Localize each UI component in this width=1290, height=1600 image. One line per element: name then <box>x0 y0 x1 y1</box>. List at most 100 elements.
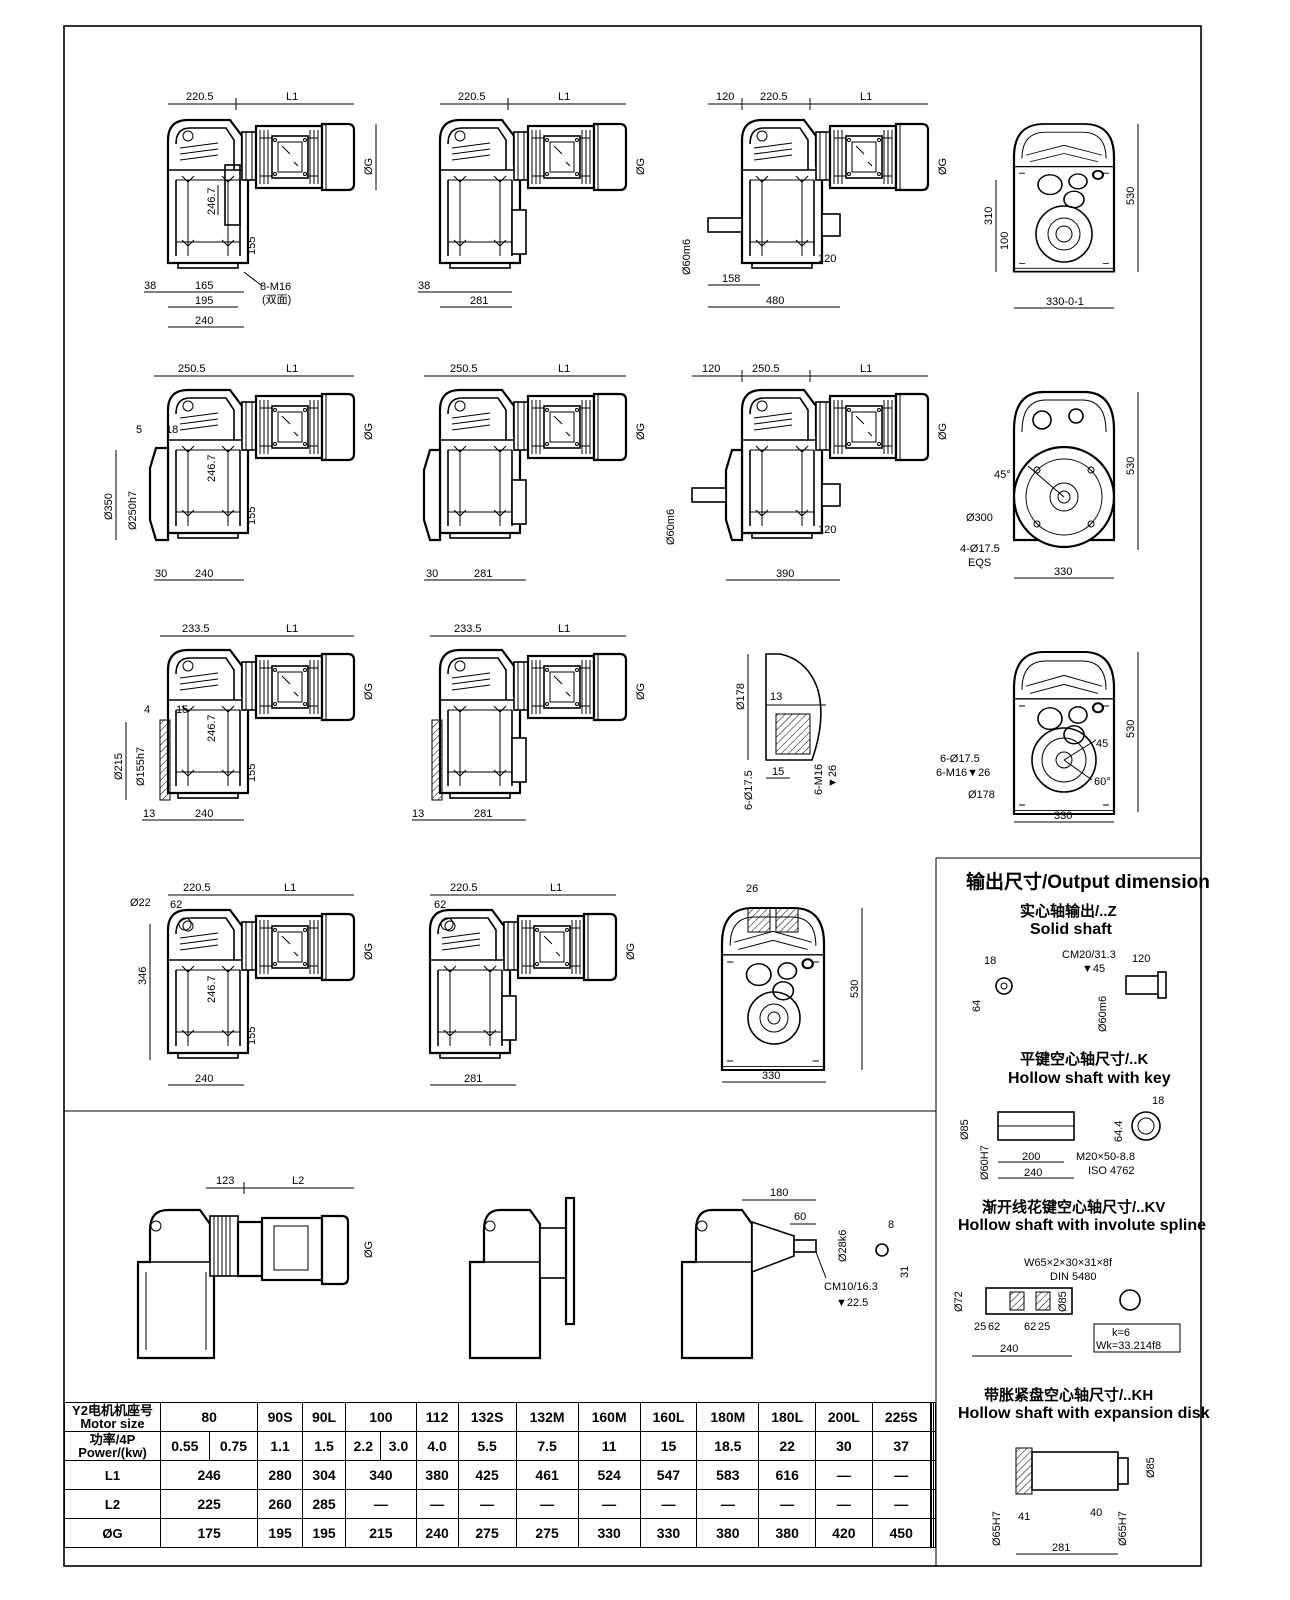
view-r2-end-flange: 45° 530 Ø300 4-Ø17.5 EQS 330 <box>960 390 1139 579</box>
dim-pcd: Ø178 <box>968 789 995 801</box>
table-cell <box>933 1518 936 1548</box>
dim-l2: L2 <box>292 1175 304 1187</box>
dim-pcd: Ø300 <box>966 512 993 524</box>
dim-b: 120 <box>818 524 836 536</box>
dim-total-width: 281 <box>474 808 492 820</box>
table-cell: 524 <box>577 1460 641 1490</box>
dim-l1: L1 <box>286 623 298 635</box>
dim-foot-height: 155 <box>246 237 258 255</box>
view-r5-input-shaft: 180 60 Ø28k6 8 31 CM10/16.3 ▼22.5 <box>680 1187 911 1360</box>
dim-a: 5 <box>136 424 142 436</box>
table-cell: 132S <box>457 1402 517 1432</box>
table-cell: — <box>871 1489 931 1519</box>
dim-foot-height: 155 <box>246 764 258 782</box>
view-r3-flange-section: Ø178 13 15 6-Ø17.5 6-M16 ▼26 <box>735 653 839 810</box>
key-width: 18 <box>1152 1095 1164 1107</box>
table-cell: 1.5 <box>301 1431 347 1461</box>
table-cell: 275 <box>515 1518 579 1548</box>
dim-motor-dia: ØG <box>363 683 375 700</box>
dim-l1: L1 <box>286 363 298 375</box>
dim-shaft-dia: Ø60m6 <box>665 509 677 545</box>
dim-width: 220.5 <box>450 882 478 894</box>
dim-height: 246.7 <box>206 975 218 1003</box>
view-r4-torque-arm-hollow: 220.5 L1 62 ØG 281 <box>428 882 637 1086</box>
spline-spec: W65×2×30×31×8f <box>1024 1257 1113 1269</box>
table-cell: 100 <box>345 1402 417 1432</box>
dim-l1: L1 <box>558 91 570 103</box>
disk-cn: 带胀紧盘空心轴尺寸/..KH <box>984 1386 1153 1404</box>
dim-width: 330 <box>1054 810 1072 822</box>
table-cell: 180L <box>758 1402 817 1432</box>
view-r3-flange-c: 233.5 L1 ØG 4 15 Ø215 Ø155h7 246.7 155 1… <box>113 623 375 821</box>
dim-a: 62 <box>434 899 446 911</box>
table-cell: — <box>639 1489 698 1519</box>
table-cell: 160L <box>639 1402 698 1432</box>
dim-shaft-dia: Ø28k6 <box>837 1230 849 1262</box>
disk-a: 41 <box>1018 1511 1030 1523</box>
table-cell: 18.5 <box>696 1431 760 1461</box>
key-d1: Ø85 <box>959 1119 971 1140</box>
dim-holes: 4-Ø17.5 <box>960 543 1000 555</box>
table-cell: 583 <box>696 1460 760 1490</box>
key-height: 64.4 <box>1113 1121 1125 1142</box>
table-cell: 1.1 <box>257 1431 303 1461</box>
view-r5-iec-flange <box>468 1196 576 1360</box>
dim-key-height: 31 <box>899 1266 911 1278</box>
dim-b: 15 <box>176 704 188 716</box>
table-cell <box>933 1402 936 1432</box>
table-cell: — <box>345 1489 417 1519</box>
dim-total-width: 240 <box>195 808 213 820</box>
dim-total-width: 281 <box>474 568 492 580</box>
table-cell: 195 <box>257 1518 303 1548</box>
dim-width: 330 <box>762 1070 780 1082</box>
thread-depth: ▼22.5 <box>836 1297 868 1309</box>
dim-a: 123 <box>216 1175 234 1187</box>
view-r2-flange-b: 250.5 L1 ØG 5 18 Ø350 Ø250h7 246.7 155 3… <box>103 363 375 581</box>
table-cell: 240 <box>415 1518 459 1548</box>
table-cell: 461 <box>515 1460 579 1490</box>
table-cell: 160M <box>577 1402 641 1432</box>
row-header: ØG <box>64 1518 161 1548</box>
disk-d1: Ø85 <box>1145 1457 1157 1478</box>
dim-key: 8 <box>888 1219 894 1231</box>
dim-dia: Ø178 <box>735 683 747 710</box>
disk-len: 281 <box>1052 1542 1070 1554</box>
dim-shaft-len: 120 <box>702 363 720 375</box>
dim-offset: 100 <box>999 232 1011 250</box>
solid-b: 64 <box>971 1000 983 1012</box>
table-cell: 225S <box>871 1402 931 1432</box>
dim-motor-dia: ØG <box>625 943 637 960</box>
dim-a: 4 <box>144 704 150 716</box>
dim-total-width: 240 <box>195 568 213 580</box>
solid-depth: ▼45 <box>1082 963 1105 975</box>
dim-a: 158 <box>722 273 740 285</box>
dim-motor-dia: ØG <box>363 158 375 175</box>
dim-angle-b: 60° <box>1094 776 1111 788</box>
table-cell: — <box>758 1489 817 1519</box>
table-cell: 420 <box>815 1518 873 1548</box>
table-cell: — <box>577 1489 641 1519</box>
view-r1-hollow-shaft: 220.5 L1 ØG 38 281 <box>418 91 647 308</box>
table-cell: 340 <box>345 1460 417 1490</box>
table-cell <box>933 1460 936 1490</box>
table-cell: 380 <box>758 1518 817 1548</box>
dim-b: 15 <box>772 766 784 778</box>
dim-depth: ▼26 <box>827 765 839 788</box>
dim-width-total: 281 <box>470 295 488 307</box>
row-header: L1 <box>64 1460 161 1490</box>
dim-a: 180 <box>770 1187 788 1199</box>
dim-l1: L1 <box>860 91 872 103</box>
view-r1-solid-shaft: 120 220.5 L1 ØG Ø60m6 158 120 480 <box>681 91 949 308</box>
dim-offset: 38 <box>418 280 430 292</box>
dim-a: 13 <box>770 691 782 703</box>
dim-thread: 6-M16 <box>813 764 825 795</box>
key-iso: ISO 4762 <box>1088 1165 1134 1177</box>
dim-dia: Ø22 <box>130 897 151 909</box>
table-cell: — <box>515 1489 579 1519</box>
dim-foot-width: 195 <box>195 295 213 307</box>
table-cell: 7.5 <box>515 1431 579 1461</box>
dim-height: 530 <box>1125 720 1137 738</box>
